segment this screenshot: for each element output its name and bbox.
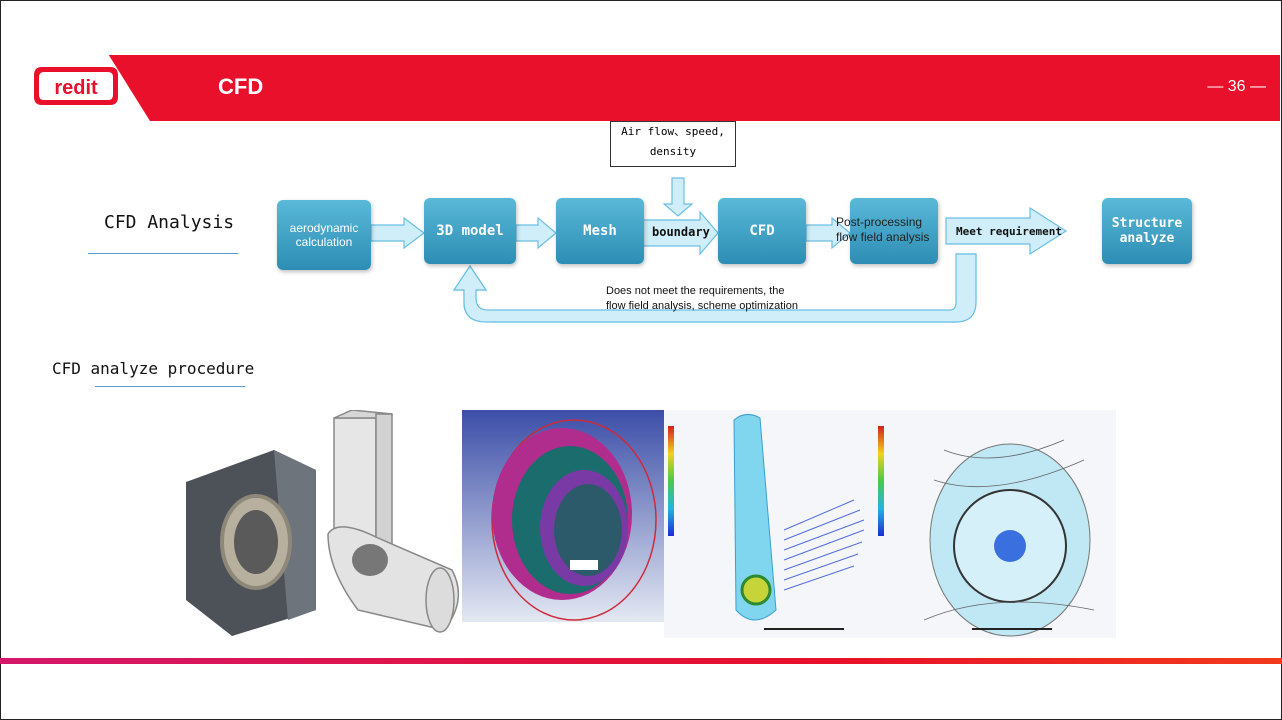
arrow-1: [370, 216, 425, 250]
logo-text: redit: [54, 77, 98, 99]
feedback-text: Does not meet the requirements, the flow…: [606, 284, 798, 314]
page-number: — 36 —: [1207, 78, 1266, 95]
step-post-processing: Post-processing flow field analysis: [836, 215, 930, 244]
step-boundary: boundary: [652, 225, 710, 239]
input-note-line1: Air flow、speed,: [621, 125, 725, 138]
boundary-arrow: [642, 210, 719, 256]
arrow-4: [805, 216, 851, 250]
cfd-streamline-renders: [664, 410, 1116, 638]
note-down-arrow: [662, 177, 694, 217]
credit-logo: redit: [34, 67, 118, 105]
page-title: CFD: [218, 74, 264, 99]
cfd-analysis-underline: [88, 253, 238, 254]
feedback-arrow-body: [452, 253, 977, 323]
step-3d-model: 3D model: [424, 198, 516, 264]
cfd-analysis-label: CFD Analysis: [104, 212, 235, 233]
arrow-2: [515, 216, 557, 250]
feedback-line1: Does not meet the requirements, the: [606, 285, 785, 297]
feedback-line2: flow field analysis, scheme optimization: [606, 300, 798, 312]
step-aerodynamic: aerodynamic calculation: [277, 200, 371, 270]
meet-arrow: [945, 206, 1068, 256]
step-post-box: [850, 198, 938, 264]
flow-arrows: [370, 177, 1068, 323]
step-structure-analyze: Structure analyze: [1102, 198, 1192, 264]
input-note-box: Air flow、speed, density: [610, 121, 736, 167]
step-mesh: Mesh: [556, 198, 644, 264]
procedure-underline: [95, 386, 245, 387]
fan-housing-render: [178, 410, 462, 638]
impeller-mesh-render: [462, 410, 664, 622]
bottom-accent-bar: [0, 658, 1282, 664]
procedure-label: CFD analyze procedure: [52, 359, 255, 378]
input-note-line2: density: [649, 145, 697, 158]
step-meet-requirement: Meet requirement: [956, 225, 1062, 238]
step-cfd: CFD: [718, 198, 806, 264]
header-bar: [168, 55, 1280, 121]
